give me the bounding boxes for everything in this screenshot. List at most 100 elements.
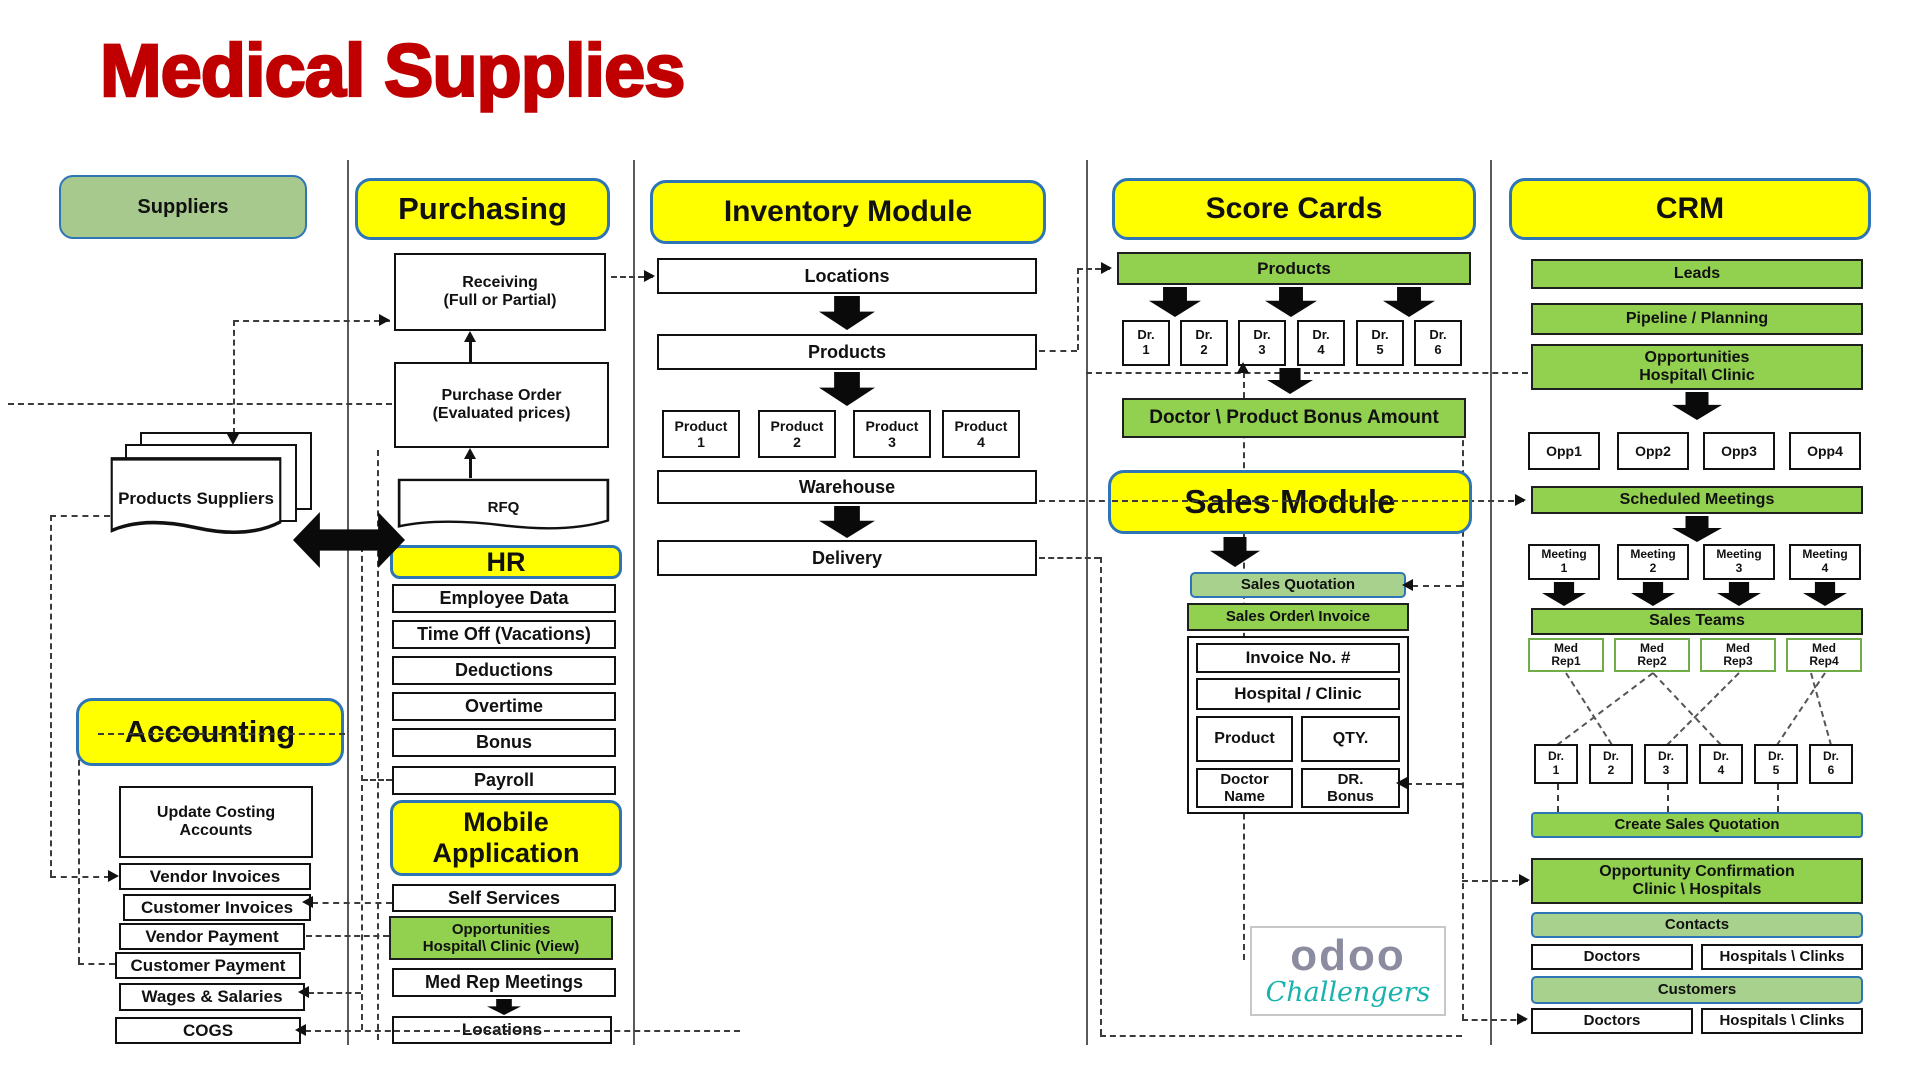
invoice-no-cell: Invoice No. #: [1196, 643, 1400, 673]
crm-dr-4-box: Dr.4: [1699, 744, 1743, 784]
customers-bar: Customers: [1531, 976, 1863, 1004]
contacts-hospitals-box: Hospitals \ Clinks: [1701, 944, 1863, 970]
mobile-opportunities-box: Opportunities Hospital\ Clinic (View): [389, 916, 613, 960]
double-arrow: [293, 512, 405, 568]
vendor-payment-box: Vendor Payment: [119, 923, 305, 950]
employee-data-box: Employee Data: [392, 584, 616, 613]
connector: [306, 935, 389, 937]
odoo-logo-text: odoo: [1290, 931, 1406, 981]
connector: [1039, 350, 1077, 352]
crm-dr-1-box: Dr.1: [1534, 744, 1578, 784]
products-suppliers-label: Products Suppliers: [118, 489, 274, 508]
customer-payment-box: Customer Payment: [115, 952, 301, 979]
products-suppliers-document: Products Suppliers: [110, 456, 282, 542]
opportunity-confirmation-bar: Opportunity Confirmation Clinic \ Hospit…: [1531, 858, 1863, 904]
arrowhead-up: [1237, 362, 1249, 373]
crm-header: CRM: [1509, 178, 1871, 240]
column-divider: [1490, 160, 1492, 1045]
document-shape: [110, 457, 282, 535]
block-arrow-down: [819, 372, 875, 406]
sales-teams-bar: Sales Teams: [1531, 608, 1863, 635]
column-divider: [633, 160, 635, 1045]
arrowhead-right: [644, 270, 655, 282]
arrowhead-right: [379, 314, 390, 326]
column-divider: [347, 160, 349, 1045]
block-arrow-down: [1149, 287, 1201, 317]
connector: [50, 515, 52, 876]
arrowhead-down: [227, 434, 239, 445]
customers-hospitals-box: Hospitals \ Clinks: [1701, 1008, 1863, 1034]
connector: [1039, 557, 1100, 559]
update-costing-accounts-box: Update Costing Accounts: [119, 786, 313, 858]
connector: [233, 320, 235, 434]
score-dr-1-box: Dr.1: [1122, 320, 1170, 366]
score-dr-6-box: Dr.6: [1414, 320, 1462, 366]
connector: [1810, 672, 1833, 746]
connector-overlay: [1112, 500, 1468, 502]
connector: [308, 992, 361, 994]
block-arrow-down: [1383, 287, 1435, 317]
connector: [1652, 672, 1722, 746]
self-services-box: Self Services: [392, 884, 616, 912]
accounting-header: Accounting: [76, 698, 344, 766]
block-arrow-down: [819, 506, 875, 538]
overtime-box: Overtime: [392, 692, 616, 721]
block-arrow-down: [1803, 582, 1847, 606]
suppliers-box: Suppliers: [59, 175, 307, 239]
opp1-box: Opp1: [1528, 432, 1600, 470]
purchasing-header: Purchasing: [355, 178, 610, 240]
block-arrow-down: [1672, 392, 1722, 420]
score-cards-header: Score Cards: [1112, 178, 1476, 240]
connector-overlay: [98, 733, 345, 735]
opp2-box: Opp2: [1617, 432, 1689, 470]
connector: [1557, 784, 1559, 812]
connector: [377, 450, 379, 1040]
payroll-box: Payroll: [392, 766, 616, 795]
crm-dr-5-box: Dr.5: [1754, 744, 1798, 784]
challengers-logo-text: Challengers: [1265, 977, 1431, 1009]
purchase-order-box: Purchase Order (Evaluated prices): [394, 362, 609, 448]
vendor-invoices-box: Vendor Invoices: [119, 863, 311, 890]
pipeline-planning-bar: Pipeline / Planning: [1531, 303, 1863, 335]
arrowhead-right: [1101, 262, 1112, 274]
cogs-box: COGS: [115, 1017, 301, 1044]
scheduled-meetings-bar: Scheduled Meetings: [1531, 486, 1863, 514]
hr-header: HR: [390, 545, 622, 579]
crm-dr-2-box: Dr.2: [1589, 744, 1633, 784]
document-shape: [397, 478, 610, 530]
connector: [1100, 1035, 1462, 1037]
wages-salaries-box: Wages & Salaries: [119, 983, 305, 1011]
arrow-line: [469, 455, 472, 478]
inventory-locations-box: Locations: [657, 258, 1037, 294]
score-dr-4-box: Dr.4: [1297, 320, 1345, 366]
arrowhead-left: [1402, 579, 1413, 591]
hospital-clinic-cell: Hospital / Clinic: [1196, 678, 1400, 710]
connector: [8, 403, 392, 405]
qty-cell: QTY.: [1301, 716, 1400, 762]
connector-overlay: [394, 1030, 610, 1032]
arrowhead-right: [1517, 1013, 1528, 1025]
block-arrow-down: [1265, 287, 1317, 317]
connector: [1406, 783, 1462, 785]
block-arrow-down: [1542, 582, 1586, 606]
page-title: Medical Supplies: [99, 28, 687, 114]
block-arrow-down: [1717, 582, 1761, 606]
opp4-box: Opp4: [1789, 432, 1861, 470]
arrowhead-left: [302, 896, 313, 908]
customers-doctors-box: Doctors: [1531, 1008, 1693, 1034]
contacts-bar: Contacts: [1531, 912, 1863, 938]
rfq-document: RFQ: [397, 478, 610, 536]
column-divider: [1086, 160, 1088, 1045]
connector: [1077, 268, 1110, 270]
connector: [1462, 880, 1528, 882]
connector: [1100, 557, 1102, 1035]
